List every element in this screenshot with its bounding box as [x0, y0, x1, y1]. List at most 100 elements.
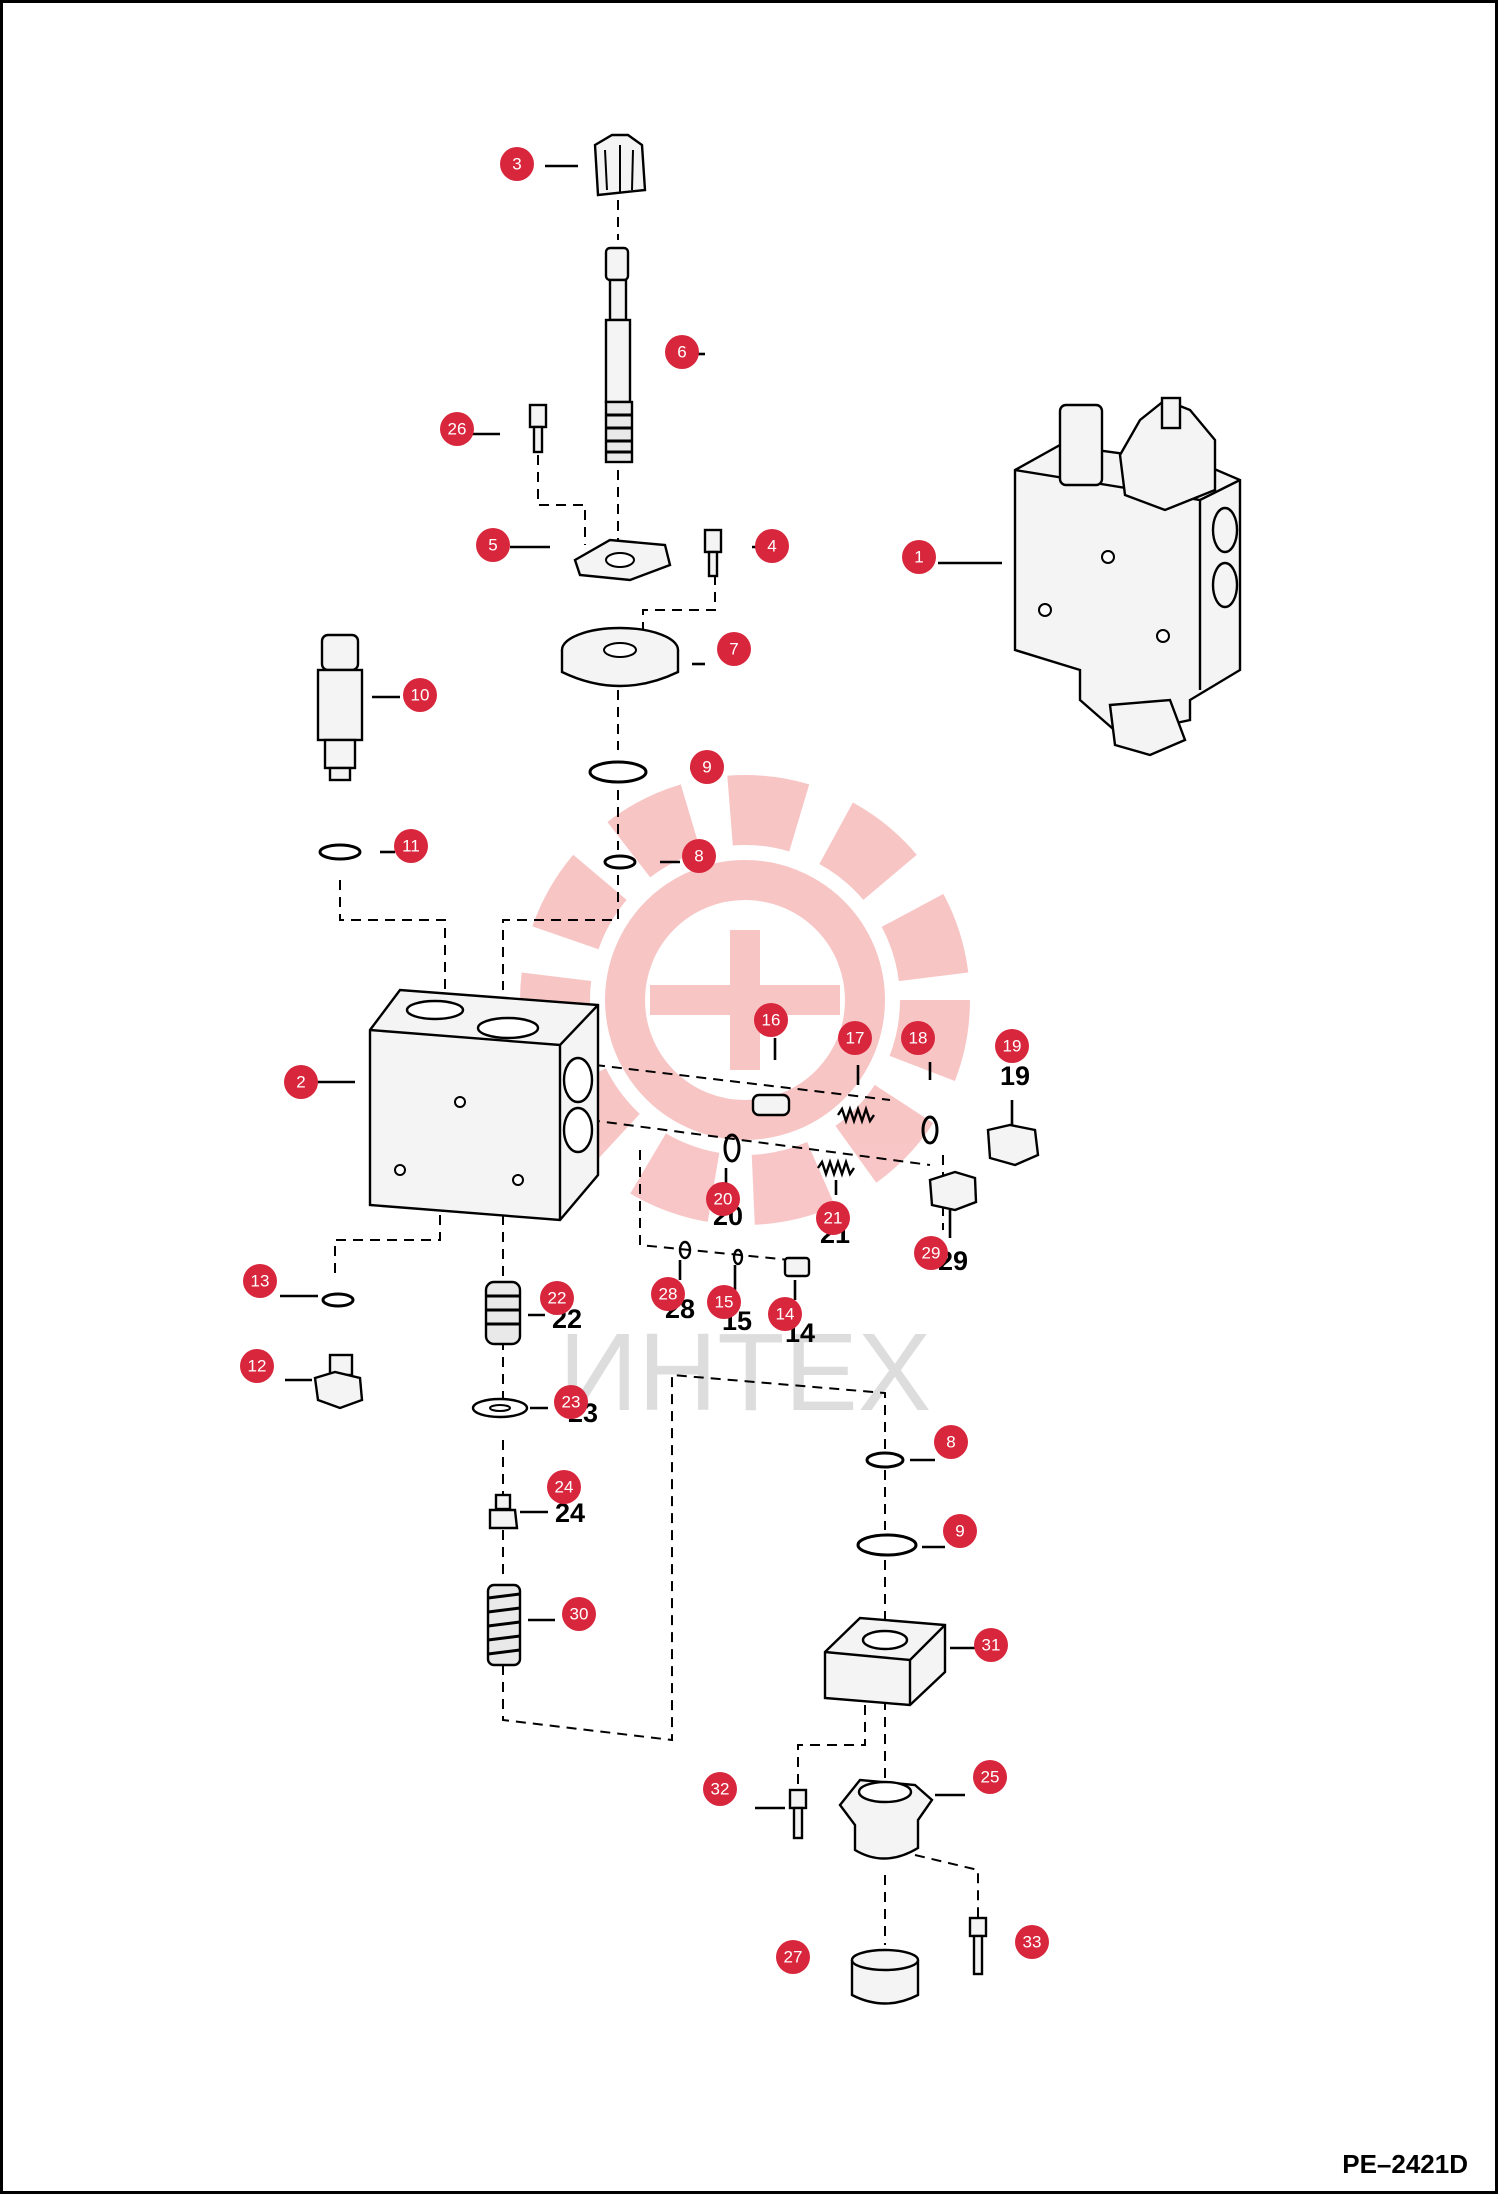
callout-16: 16 — [754, 1003, 788, 1037]
svg-text:28: 28 — [659, 1285, 678, 1304]
leader-lines — [280, 164, 1014, 1810]
svg-text:13: 13 — [251, 1272, 270, 1291]
callout-18: 18 — [901, 1021, 935, 1055]
screw-4-part — [703, 528, 723, 578]
block-31-part — [823, 1616, 947, 1707]
spring-17-part — [837, 1105, 875, 1125]
callout-3: 3 — [500, 147, 534, 181]
callout-15: 15 — [707, 1285, 741, 1319]
screw-33-part — [968, 1916, 988, 1976]
callout-26: 26 — [440, 412, 474, 446]
flange-7-part — [560, 626, 680, 688]
callout-9: 9 — [690, 750, 724, 784]
oring-9-bottom — [856, 1533, 918, 1557]
callout-12: 12 — [240, 1349, 274, 1383]
oring-18-part — [921, 1115, 939, 1145]
spool-22-part — [484, 1280, 522, 1346]
callouts: 3 6 26 5 4 1 7 10 9 11 8 16 17 18 19 2 2… — [240, 147, 1049, 1974]
svg-text:2: 2 — [296, 1073, 305, 1092]
screw-26-part — [528, 403, 548, 454]
svg-text:24: 24 — [555, 1478, 574, 1497]
callout-6: 6 — [665, 335, 699, 369]
oring-13-part — [321, 1292, 355, 1308]
svg-text:8: 8 — [946, 1433, 955, 1452]
svg-text:8: 8 — [694, 847, 703, 866]
plug-29-part — [928, 1170, 978, 1212]
cup-27-part — [850, 1948, 920, 2005]
callout-19: 19 — [995, 1029, 1029, 1063]
washer-23-part — [471, 1397, 529, 1419]
svg-text:10: 10 — [411, 686, 430, 705]
oring-9-top — [588, 760, 648, 784]
callout-20: 20 — [706, 1182, 740, 1216]
svg-text:32: 32 — [711, 1780, 730, 1799]
svg-text:12: 12 — [248, 1357, 267, 1376]
callout-14: 14 — [768, 1297, 802, 1331]
svg-text:33: 33 — [1023, 1933, 1042, 1952]
callout-28: 28 — [651, 1277, 685, 1311]
svg-text:14: 14 — [776, 1305, 795, 1324]
svg-text:20: 20 — [714, 1190, 733, 1209]
svg-text:30: 30 — [570, 1605, 589, 1624]
svg-text:3: 3 — [512, 155, 521, 174]
svg-text:17: 17 — [846, 1029, 865, 1048]
plug-14-part — [783, 1256, 811, 1278]
callout-10: 10 — [403, 678, 437, 712]
callout-25: 25 — [973, 1760, 1007, 1794]
watermark-text: ИНТЕХ — [559, 1311, 931, 1434]
callout-4: 4 — [755, 529, 789, 563]
callout-24: 24 — [547, 1470, 581, 1504]
plug-19-part — [986, 1123, 1040, 1167]
watermark-gear-logo — [520, 775, 970, 1225]
fitting-24-part — [488, 1493, 519, 1530]
callout-1: 1 — [902, 540, 936, 574]
callout-22: 22 — [540, 1281, 574, 1315]
callout-29: 29 — [914, 1236, 948, 1270]
callout-30: 30 — [562, 1597, 596, 1631]
callout-23: 23 — [554, 1385, 588, 1419]
drawing-code: PE–2421D — [1342, 2149, 1468, 2179]
callout-32: 32 — [703, 1772, 737, 1806]
svg-text:18: 18 — [909, 1029, 928, 1048]
callout-31: 31 — [974, 1628, 1008, 1662]
plug-12-part — [313, 1353, 364, 1410]
svg-text:9: 9 — [955, 1522, 964, 1541]
svg-text:11: 11 — [402, 837, 420, 856]
callout-27: 27 — [776, 1940, 810, 1974]
spring-30-part — [486, 1583, 522, 1667]
screw-32-part — [788, 1788, 808, 1840]
ring-28-part — [678, 1240, 692, 1260]
knob-part — [593, 133, 647, 197]
cartridge-valve-10-part — [316, 633, 364, 782]
oring-8-top — [603, 854, 637, 870]
oring-8-bottom — [865, 1451, 905, 1469]
callout-21: 21 — [816, 1201, 850, 1235]
svg-text:31: 31 — [982, 1636, 1001, 1655]
svg-text:29: 29 — [922, 1244, 941, 1263]
oring-20-part — [723, 1133, 741, 1163]
svg-text:9: 9 — [702, 758, 711, 777]
callout-33: 33 — [1015, 1925, 1049, 1959]
svg-text:22: 22 — [548, 1289, 567, 1308]
svg-text:16: 16 — [762, 1011, 781, 1030]
assembly-lines — [334, 200, 979, 1945]
svg-text:27: 27 — [784, 1948, 803, 1967]
callout-8-bottom: 8 — [934, 1425, 968, 1459]
assembled-valve-1-part — [1013, 396, 1242, 757]
callout-9-bottom: 9 — [943, 1514, 977, 1548]
svg-text:6: 6 — [677, 343, 686, 362]
ring-15-part — [732, 1248, 744, 1266]
svg-text:23: 23 — [562, 1393, 581, 1412]
svg-text:7: 7 — [729, 640, 738, 659]
callout-7: 7 — [717, 632, 751, 666]
ref-19: 19 — [1000, 1061, 1030, 1091]
spring-21-part — [817, 1158, 855, 1178]
svg-text:21: 21 — [824, 1209, 843, 1228]
svg-text:4: 4 — [767, 537, 776, 556]
svg-text:25: 25 — [981, 1768, 1000, 1787]
stem-part — [604, 246, 634, 464]
oring-11 — [318, 843, 362, 861]
callout-11: 11 — [394, 829, 428, 863]
